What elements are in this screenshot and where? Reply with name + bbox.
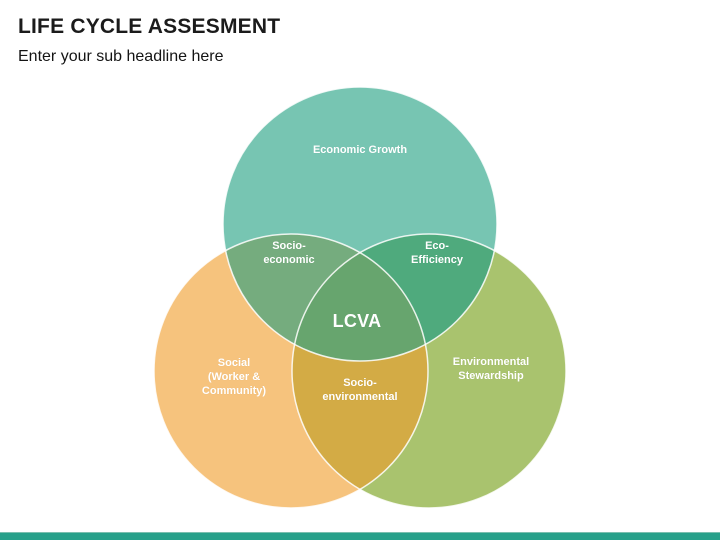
- overlap-socio-economic: [223, 234, 428, 361]
- overlap-lcva: [292, 234, 428, 361]
- overlap-lcva-group: [292, 234, 428, 361]
- footer-accent-bar: [0, 532, 720, 540]
- social-outline: [153, 233, 429, 509]
- overlap-eco-efficiency: [292, 234, 497, 361]
- page-subtitle: Enter your sub headline here: [18, 48, 224, 65]
- environmental-stewardship-outline: [291, 233, 567, 509]
- page-title: LIFE CYCLE ASSESMENT: [18, 15, 281, 38]
- economic-growth-outline: [222, 86, 498, 362]
